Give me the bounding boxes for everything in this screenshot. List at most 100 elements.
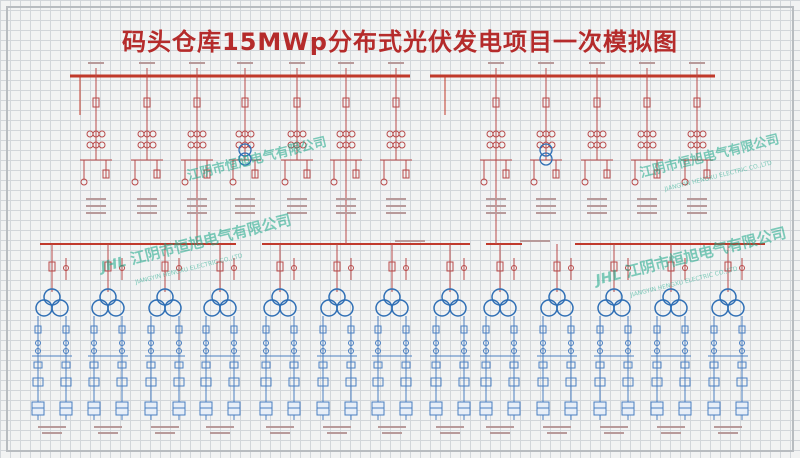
array-label-mark: [661, 432, 681, 434]
branch-ct: [119, 340, 125, 346]
branch-ct: [654, 348, 660, 354]
inverter-box: [430, 377, 442, 387]
feeder-number-mark: [189, 62, 205, 64]
branch-breaker: [710, 325, 718, 334]
feeder-number-mark: [88, 62, 104, 64]
ct-symbol: [637, 141, 645, 149]
box-transformer-lv: [711, 299, 729, 317]
feeder-label-mark: [486, 205, 506, 207]
branch-switch: [709, 361, 719, 369]
inverter-box: [594, 377, 606, 387]
feeder-number-mark: [237, 62, 253, 64]
ct-symbol: [98, 130, 106, 138]
branch-switch: [229, 361, 239, 369]
ct-symbol: [498, 141, 506, 149]
ct-symbol: [687, 141, 695, 149]
array-label-mark: [440, 432, 460, 434]
ct-symbol: [599, 141, 607, 149]
array-label-mark: [151, 426, 179, 428]
branch-ct: [682, 348, 688, 354]
inverter-box: [372, 377, 384, 387]
feeder-label-mark: [137, 212, 157, 214]
ct-symbol: [86, 130, 94, 138]
branch-breaker: [482, 325, 490, 334]
unit-breaker: [667, 261, 675, 272]
branch-switch: [481, 361, 491, 369]
unit-breaker: [48, 261, 56, 272]
branch-ct: [597, 340, 603, 346]
branch-ct: [511, 348, 517, 354]
ct-symbol: [299, 141, 307, 149]
array-label-mark: [490, 432, 510, 434]
ct-symbol: [199, 130, 207, 138]
feeder-label-mark: [187, 212, 207, 214]
branch-switch: [33, 361, 43, 369]
breaker-symbol: [241, 97, 249, 108]
branch-ct: [203, 340, 209, 346]
feeder-number-mark: [139, 62, 155, 64]
branch-ct: [231, 348, 237, 354]
arrester-symbol: [131, 178, 139, 186]
ct-symbol: [587, 141, 595, 149]
branch-breaker: [230, 325, 238, 334]
box-transformer-lv: [148, 299, 166, 317]
array-label-mark: [543, 426, 571, 428]
branch-ct: [461, 348, 467, 354]
branch-switch: [401, 361, 411, 369]
branch-switch: [431, 361, 441, 369]
branch-ct: [63, 348, 69, 354]
box-transformer-lv: [336, 299, 354, 317]
branch-ct: [682, 340, 688, 346]
unit-breaker: [610, 261, 618, 272]
branch-switch: [595, 361, 605, 369]
branch-breaker: [62, 325, 70, 334]
ct-symbol: [386, 130, 394, 138]
breaker-symbol: [392, 97, 400, 108]
branch-breaker: [202, 325, 210, 334]
branch-ct: [375, 348, 381, 354]
watermark-logo: JHL: [99, 253, 129, 276]
array-label-mark: [327, 432, 347, 434]
box-transformer-lv: [391, 299, 409, 317]
ct-symbol: [486, 141, 494, 149]
feeder-number-mark: [289, 62, 305, 64]
branch-ct: [711, 340, 717, 346]
arrester-symbol: [80, 178, 88, 186]
breaker-symbol: [342, 97, 350, 108]
ct-symbol: [137, 130, 145, 138]
array-label-mark: [600, 426, 628, 428]
ct-symbol: [587, 130, 595, 138]
box-transformer-lv: [203, 299, 221, 317]
branch-breaker: [653, 325, 661, 334]
branch-switch: [318, 361, 328, 369]
feeder-label-mark: [687, 205, 707, 207]
device-small: [153, 169, 161, 179]
ct-symbol: [299, 130, 307, 138]
branch-switch: [89, 361, 99, 369]
branch-ct: [511, 340, 517, 346]
box-transformer-lv: [320, 299, 338, 317]
branch-ct: [91, 348, 97, 354]
branch-breaker: [567, 325, 575, 334]
branch-switch: [289, 361, 299, 369]
unit-breaker: [446, 261, 454, 272]
branch-ct: [597, 348, 603, 354]
branch-switch: [174, 361, 184, 369]
array-label-mark: [657, 426, 685, 428]
box-transformer-lv: [279, 299, 297, 317]
ct-symbol: [348, 141, 356, 149]
arrester-symbol: [581, 178, 589, 186]
branch-ct: [35, 348, 41, 354]
device-small: [402, 169, 410, 179]
feeder-label-mark: [386, 198, 406, 200]
branch-switch: [459, 361, 469, 369]
inverter-box: [565, 377, 577, 387]
array-label-mark: [38, 426, 66, 428]
feeder-label-mark: [287, 212, 307, 214]
feeder-label-mark: [486, 212, 506, 214]
feeder-label-mark: [287, 198, 307, 200]
feeder-label-mark: [687, 212, 707, 214]
device-small: [102, 169, 110, 179]
feeder-label-mark: [235, 212, 255, 214]
